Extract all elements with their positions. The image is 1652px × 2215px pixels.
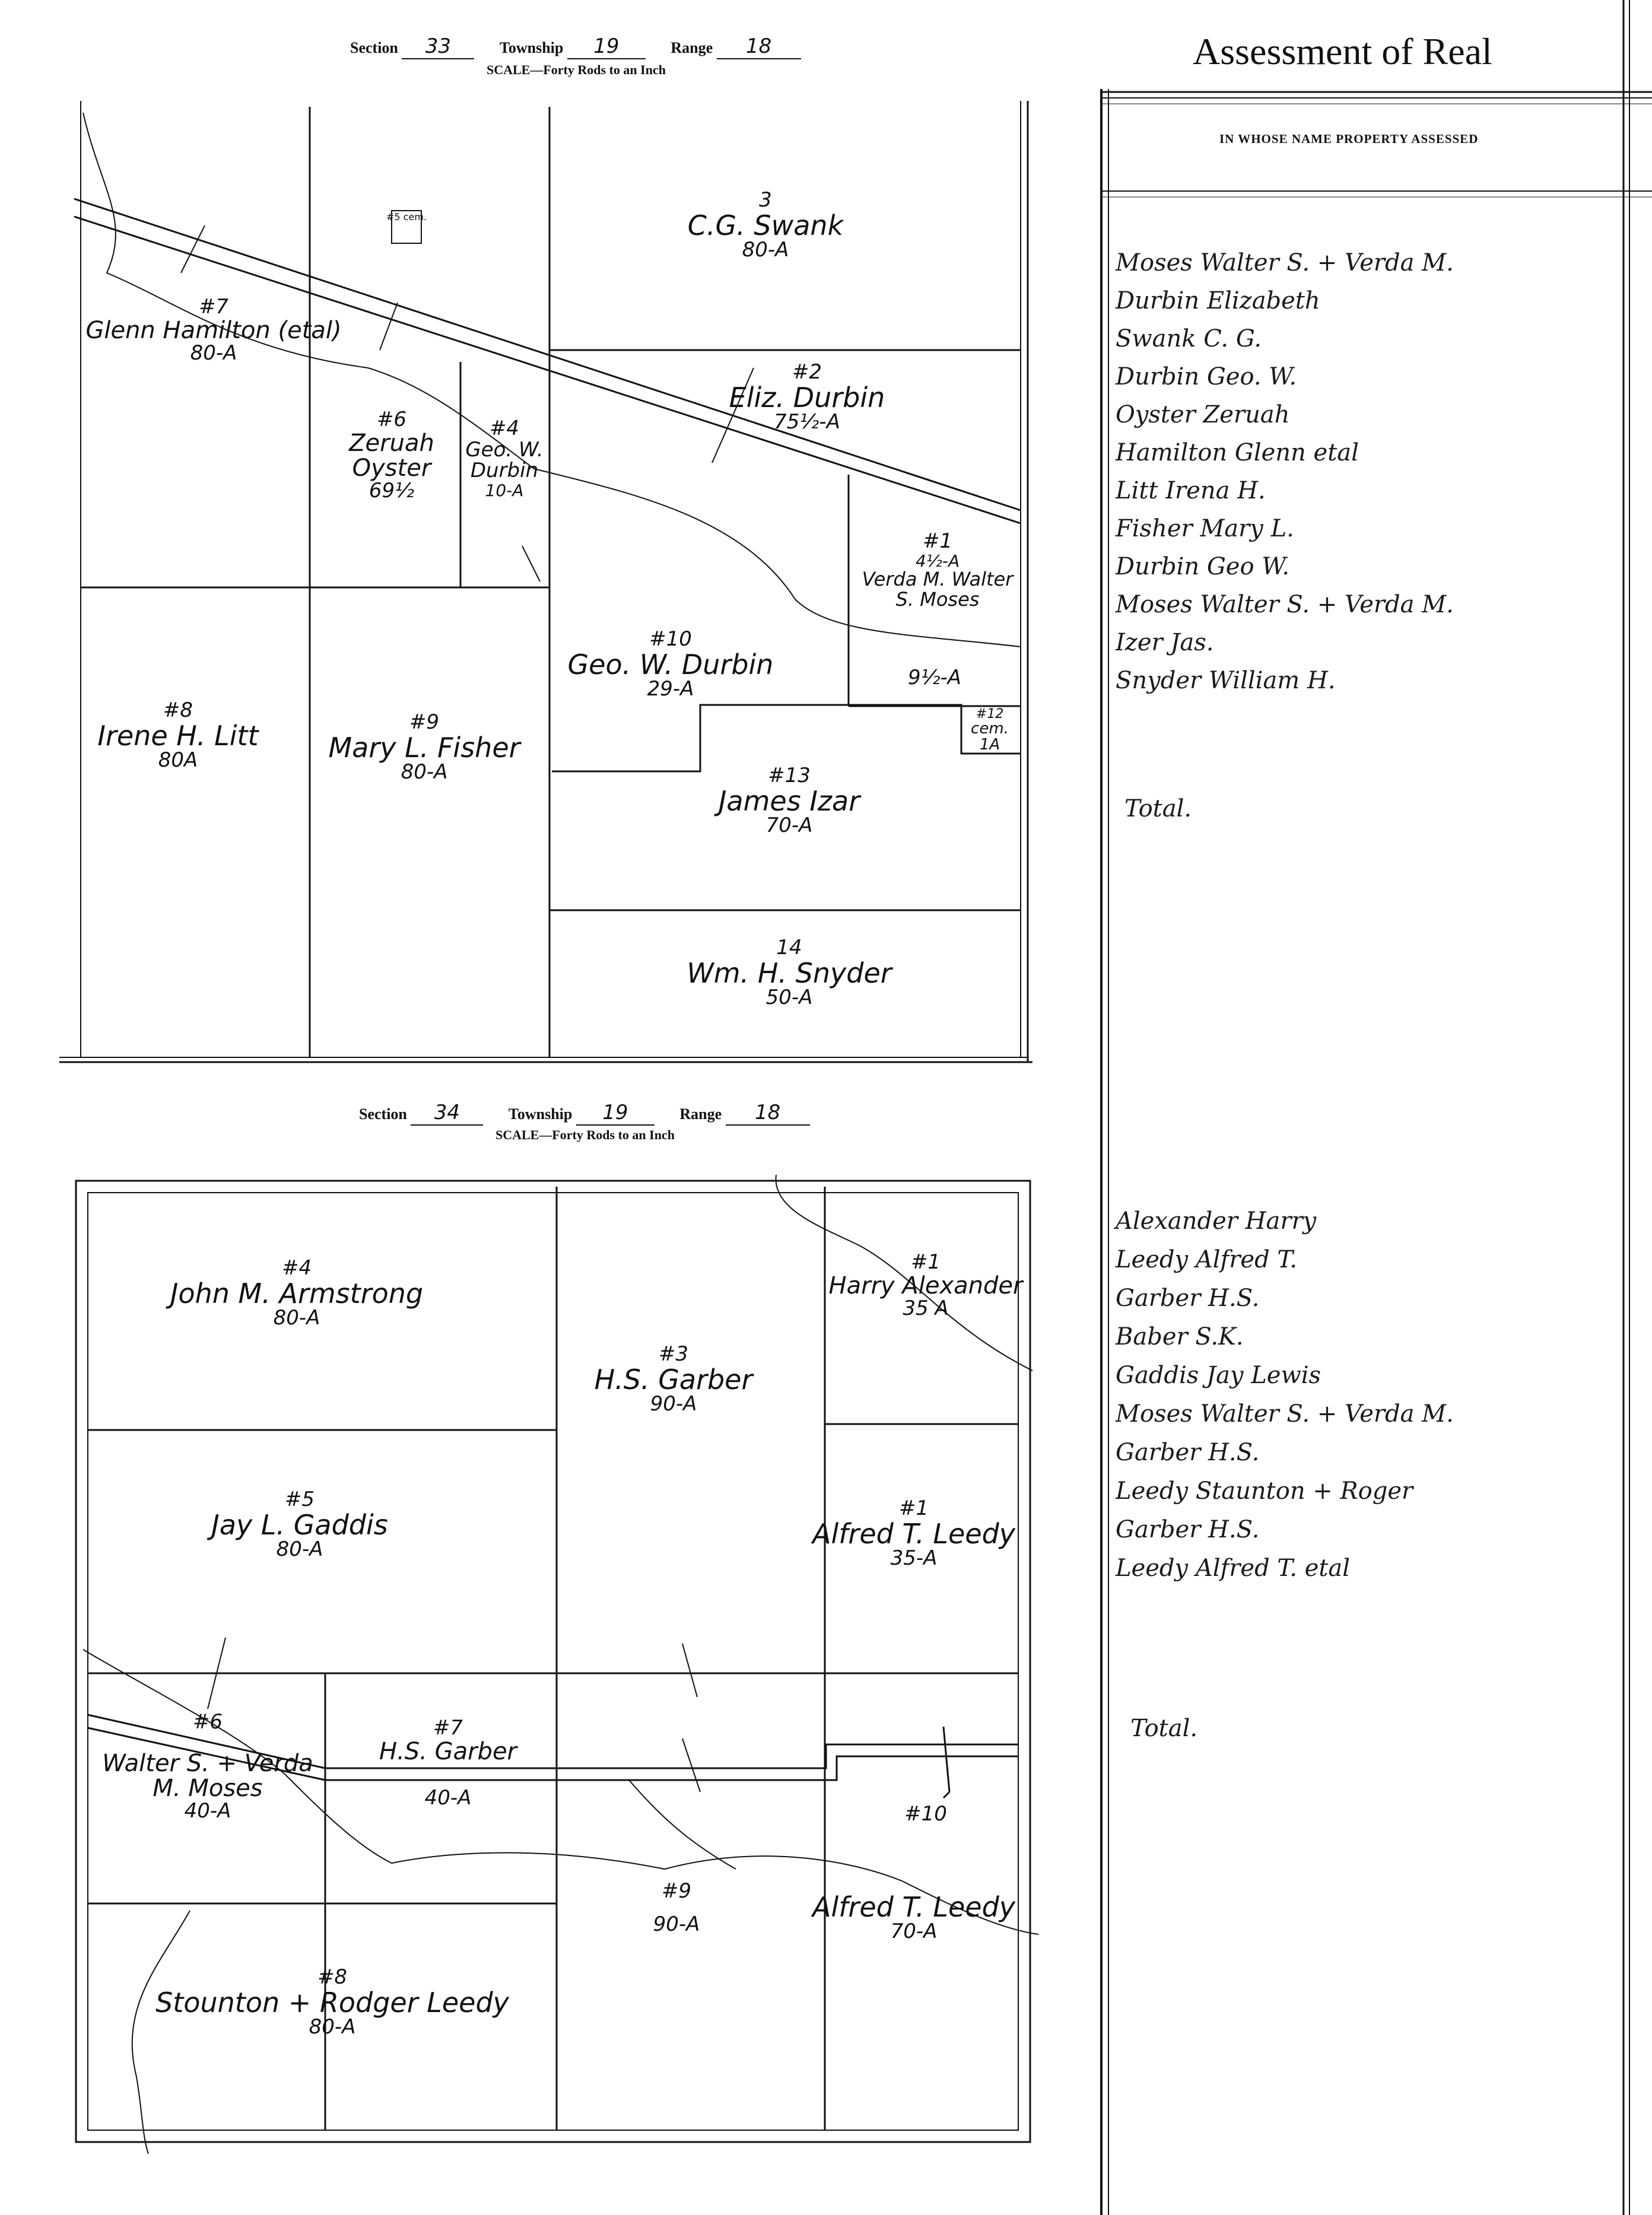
owner-row: Swank C. G.: [1116, 325, 1262, 352]
section34-range: 18: [725, 1101, 810, 1126]
total-section34: Total.: [1130, 1715, 1198, 1742]
section33-township: 19: [567, 34, 646, 59]
register-rules: [1100, 0, 1652, 2215]
owner-row: Oyster Zeruah: [1116, 401, 1290, 428]
parcel-34-10: #10: [904, 1802, 947, 1826]
owner-row: Litt Irena H.: [1116, 477, 1266, 504]
owner-row: Snyder William H.: [1116, 667, 1336, 694]
section33-header: Section 33 Township 19 Range 18: [350, 34, 801, 59]
owner-row: Fisher Mary L.: [1116, 515, 1294, 542]
owner-row: Garber H.S.: [1116, 1285, 1260, 1312]
owner-row: Hamilton Glenn etal: [1116, 439, 1359, 466]
owner-row: Garber H.S.: [1116, 1439, 1260, 1466]
owner-row: Baber S.K.: [1116, 1323, 1244, 1350]
register-column-header: IN WHOSE NAME PROPERTY ASSESSED: [1219, 132, 1479, 146]
owner-row: Gaddis Jay Lewis: [1116, 1362, 1321, 1389]
owner-row: Alexander Harry: [1116, 1207, 1317, 1235]
owner-row: Moses Walter S. + Verda M.: [1116, 1400, 1454, 1428]
owner-row: Izer Jas.: [1116, 629, 1214, 656]
cemetery-5-mark: #5 cem.: [386, 211, 427, 223]
parcel-33-9half: 9½-A: [907, 666, 962, 689]
owner-row: Durbin Geo. W.: [1116, 363, 1297, 390]
section33-number: 33: [402, 34, 475, 59]
section34-header: Section 34 Township 19 Range 18: [359, 1101, 810, 1126]
owner-row: Durbin Geo W.: [1116, 553, 1290, 580]
total-section33: Total.: [1124, 795, 1192, 822]
register-title: Assessment of Real: [1193, 30, 1492, 72]
owner-row: Leedy Staunton + Roger: [1116, 1477, 1413, 1505]
owner-row: Moses Walter S. + Verda M.: [1116, 249, 1454, 277]
section33-plat-lines: [59, 101, 1032, 1063]
section33-scale: SCALE—Forty Rods to an Inch: [487, 62, 666, 77]
section34-number: 34: [411, 1101, 484, 1126]
owner-row: Garber H.S.: [1116, 1516, 1260, 1543]
owner-row: Leedy Alfred T. etal: [1116, 1555, 1351, 1582]
owner-row: Moses Walter S. + Verda M.: [1116, 591, 1454, 618]
section34-scale: SCALE—Forty Rods to an Inch: [495, 1127, 675, 1142]
section33-range: 18: [716, 34, 801, 59]
section34-township: 19: [576, 1101, 655, 1126]
owner-row: Durbin Elizabeth: [1116, 287, 1320, 314]
section34-plat-lines: [75, 1175, 1038, 2154]
owner-row: Leedy Alfred T.: [1116, 1246, 1297, 1273]
